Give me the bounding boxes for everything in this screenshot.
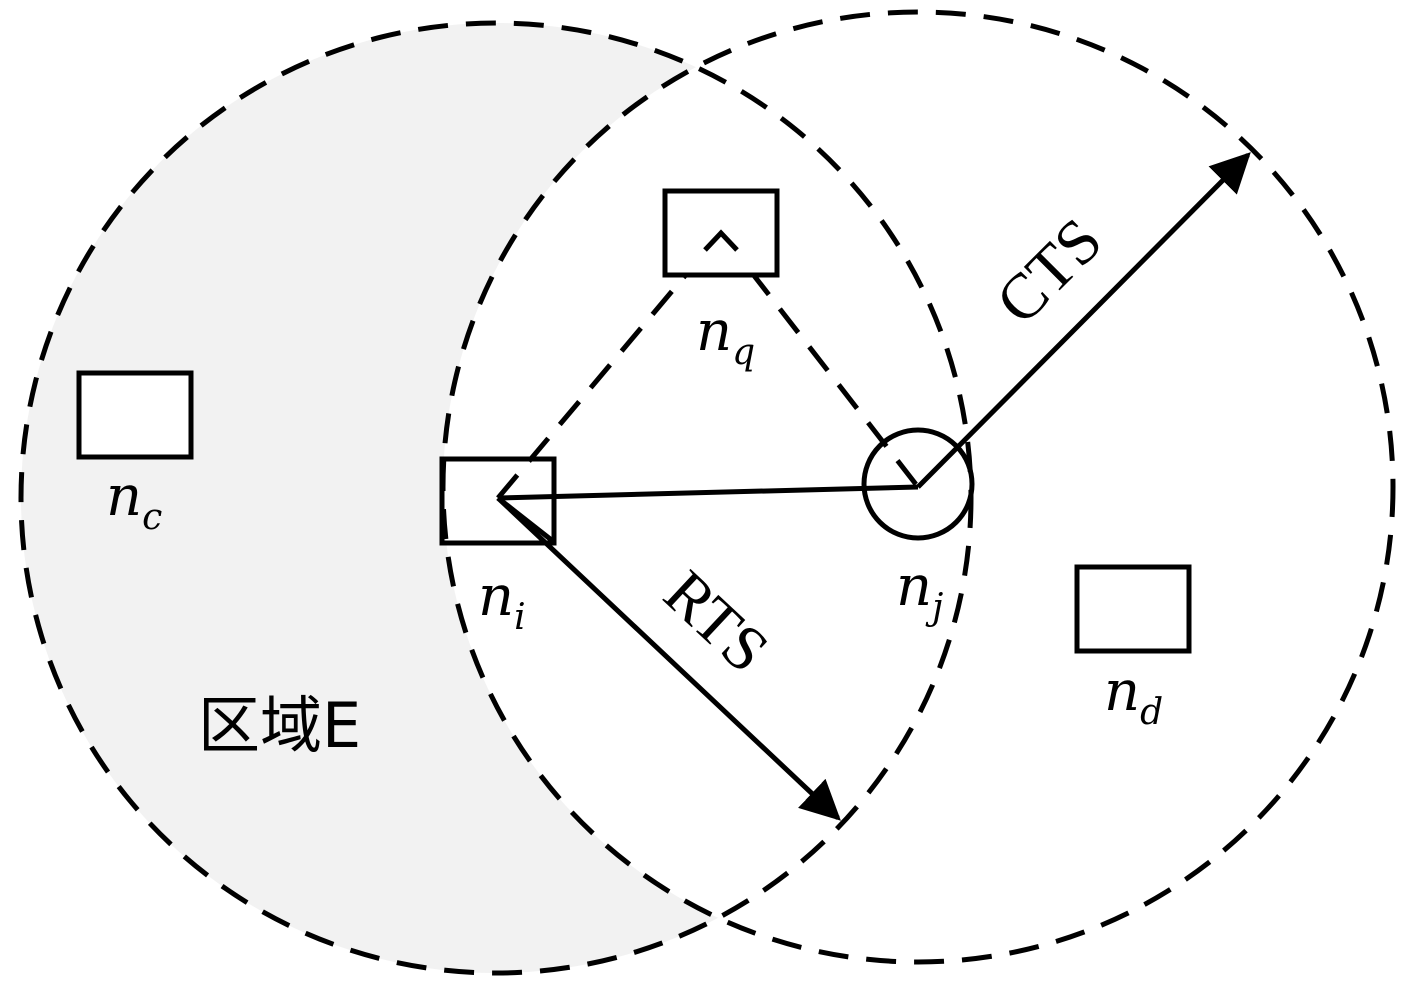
- region-e-label: 区域E: [198, 689, 361, 762]
- node-nj-label: nj: [896, 554, 943, 628]
- cts-arrow: [916, 152, 1251, 489]
- link-ni-nj: [497, 484, 919, 501]
- node-nc-box: [76, 370, 194, 460]
- node-ni-label: ni: [478, 564, 526, 638]
- cts-label: CTS: [982, 204, 1115, 337]
- node-nc-label: nc: [106, 464, 162, 538]
- node-nd-box: [1074, 564, 1192, 654]
- node-nq-label: nq: [696, 299, 755, 373]
- node-ni-box: [439, 456, 557, 546]
- rts-arrow: [496, 496, 841, 821]
- node-nj-circle: [861, 427, 975, 541]
- node-nq-caret: [703, 229, 739, 252]
- node-nd-label: nd: [1104, 659, 1163, 733]
